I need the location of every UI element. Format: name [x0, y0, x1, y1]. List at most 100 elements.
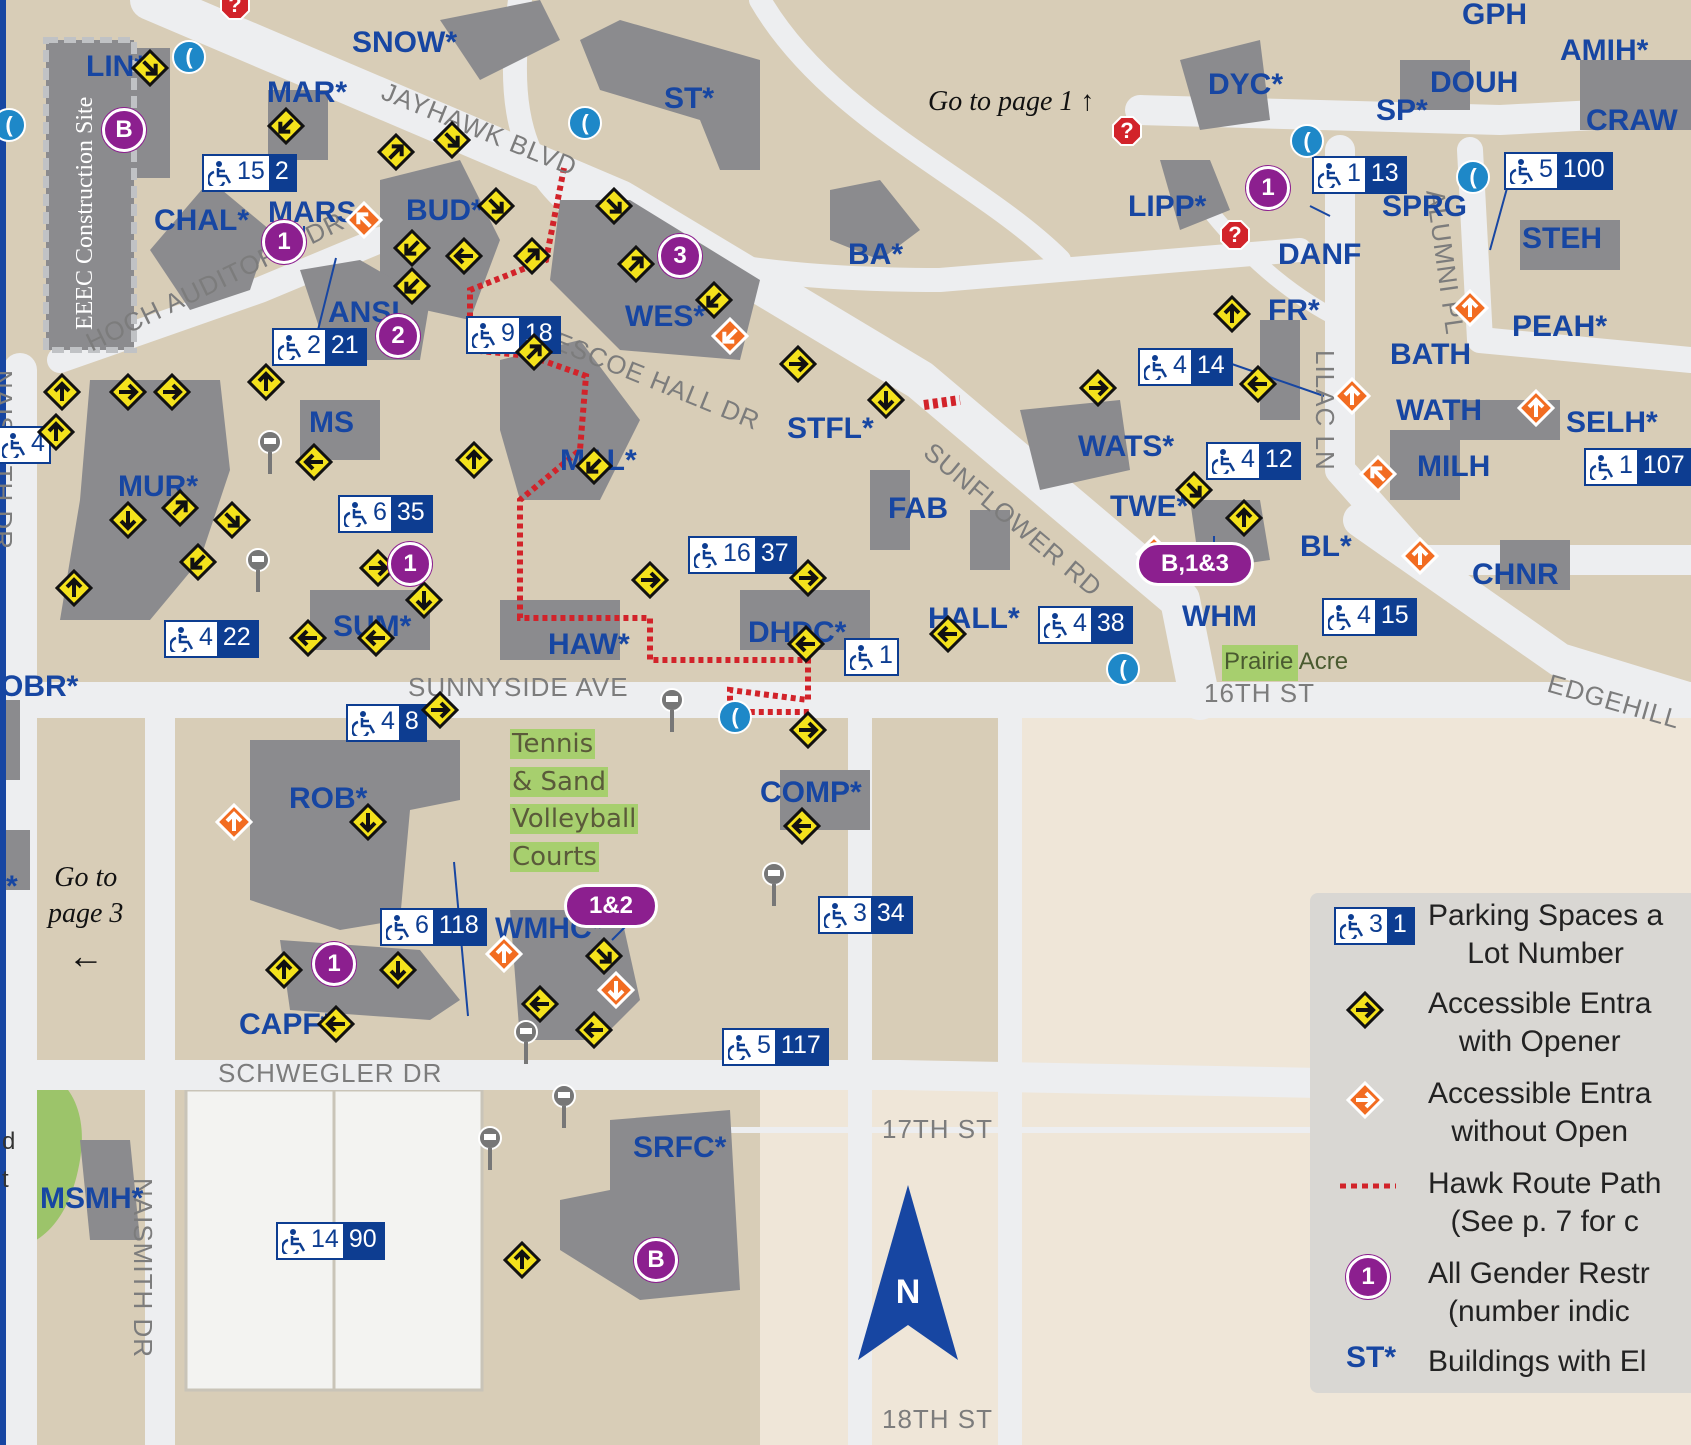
entrance-with-opener-33[interactable]	[359, 549, 397, 587]
entrance-with-opener-20[interactable]	[153, 373, 191, 411]
restroom-r-1-sum[interactable]: 1	[388, 542, 432, 586]
entrance-with-opener-27[interactable]	[1225, 499, 1263, 537]
entrance-with-opener-46[interactable]	[265, 951, 303, 989]
entrance-with-opener-17[interactable]	[1079, 369, 1117, 407]
building-label-comp[interactable]: COMP*	[760, 776, 862, 809]
go-to-page-3[interactable]: Go to page 3 ←	[48, 860, 123, 980]
entrance-with-opener-44[interactable]	[783, 807, 821, 845]
entrance-with-opener-45[interactable]	[585, 937, 623, 975]
building-label-ba[interactable]: BA*	[848, 238, 904, 271]
building-label-fr[interactable]: FR*	[1268, 294, 1320, 327]
entrance-without-opener-4[interactable]	[1517, 389, 1555, 427]
building-label-mar[interactable]: MAR*	[267, 76, 347, 109]
building-label-whm[interactable]: WHM	[1182, 600, 1257, 633]
entrance-with-opener-12[interactable]	[515, 333, 553, 371]
entrance-with-opener-15[interactable]	[1213, 295, 1251, 333]
building-label-craw[interactable]: CRAW	[1586, 104, 1678, 137]
building-label-lipp[interactable]: LIPP*	[1128, 190, 1207, 223]
entrance-with-opener-30[interactable]	[213, 501, 251, 539]
entrance-with-opener-35[interactable]	[289, 619, 327, 657]
building-label-st[interactable]: ST*	[664, 82, 715, 115]
entrance-with-opener-4[interactable]	[477, 187, 515, 225]
entrance-with-opener-18[interactable]	[43, 373, 81, 411]
entrance-with-opener-1[interactable]	[267, 107, 305, 145]
parking-badge-p1-dhdc[interactable]: 1	[844, 638, 899, 676]
building-label-milh[interactable]: MILH	[1417, 450, 1491, 483]
restroom-r-12[interactable]: 1&2	[564, 884, 659, 928]
entrance-with-opener-32[interactable]	[55, 569, 93, 607]
restroom-r-1-capf[interactable]: 1	[312, 942, 356, 986]
entrance-without-opener-0[interactable]	[345, 201, 383, 239]
restroom-r-b-srfc[interactable]: B	[634, 1238, 678, 1282]
building-label-rob[interactable]: ROB*	[289, 782, 368, 815]
entrance-with-opener-34[interactable]	[405, 581, 443, 619]
entrance-with-opener-11[interactable]	[393, 267, 431, 305]
entrance-with-opener-29[interactable]	[161, 489, 199, 527]
building-label-twe[interactable]: TWE*	[1110, 490, 1189, 523]
building-label-fab[interactable]: FAB	[888, 492, 948, 525]
building-label-wats[interactable]: WATS*	[1078, 430, 1175, 463]
restroom-r-1-mars[interactable]: 1	[262, 220, 306, 264]
restroom-r-3-wes[interactable]: 3	[658, 234, 702, 278]
building-label-chnr[interactable]: CHNR	[1472, 558, 1559, 591]
building-label-douh[interactable]: DOUH	[1430, 66, 1519, 99]
building-label-steh[interactable]: STEH	[1522, 222, 1603, 255]
entrance-with-opener-0[interactable]	[131, 49, 169, 87]
building-label-obr[interactable]: OBR*	[0, 670, 79, 703]
building-label-snow[interactable]: SNOW*	[352, 26, 457, 59]
entrance-with-opener-37[interactable]	[631, 561, 669, 599]
entrance-without-opener-5[interactable]	[1359, 455, 1397, 493]
entrance-without-opener-8[interactable]	[215, 803, 253, 841]
building-label-dyc[interactable]: DYC*	[1208, 68, 1284, 101]
restroom-r-2-ansl[interactable]: 2	[376, 314, 420, 358]
building-label-amih[interactable]: AMIH*	[1560, 34, 1649, 67]
entrance-with-opener-40[interactable]	[929, 615, 967, 653]
entrance-with-opener-8[interactable]	[595, 187, 633, 225]
entrance-with-opener-47[interactable]	[379, 951, 417, 989]
entrance-with-opener-6[interactable]	[445, 237, 483, 275]
entrance-with-opener-43[interactable]	[349, 803, 387, 841]
entrance-with-opener-13[interactable]	[779, 345, 817, 383]
entrance-with-opener-24[interactable]	[455, 441, 493, 479]
entrance-with-opener-7[interactable]	[513, 237, 551, 275]
building-label-selh[interactable]: SELH*	[1566, 406, 1658, 439]
building-label-srfc[interactable]: SRFC*	[633, 1131, 727, 1164]
entrance-without-opener-9[interactable]	[485, 935, 523, 973]
building-label-ms[interactable]: MS	[309, 406, 354, 439]
building-label-bath[interactable]: BATH	[1390, 338, 1472, 371]
entrance-with-opener-39[interactable]	[787, 625, 825, 663]
entrance-with-opener-48[interactable]	[521, 985, 559, 1023]
entrance-without-opener-10[interactable]	[597, 971, 635, 1009]
building-label-bl[interactable]: BL*	[1300, 530, 1352, 563]
restroom-r-b-top[interactable]: B	[102, 108, 146, 152]
entrance-without-opener-3[interactable]	[1333, 377, 1371, 415]
entrance-with-opener-5[interactable]	[393, 229, 431, 267]
entrance-without-opener-1[interactable]	[711, 317, 749, 355]
entrance-with-opener-38[interactable]	[789, 559, 827, 597]
entrance-without-opener-7[interactable]	[1401, 537, 1439, 575]
entrance-without-opener-2[interactable]	[1451, 289, 1489, 327]
entrance-with-opener-21[interactable]	[247, 363, 285, 401]
building-label-gph[interactable]: GPH	[1462, 0, 1528, 31]
restroom-r-1-danf[interactable]: 1	[1246, 166, 1290, 210]
entrance-with-opener-10[interactable]	[695, 281, 733, 319]
building-label-sprg[interactable]: SPRG	[1382, 190, 1468, 223]
entrance-with-opener-16[interactable]	[1239, 365, 1277, 403]
entrance-with-opener-36[interactable]	[357, 619, 395, 657]
building-label-wath[interactable]: WATH	[1396, 394, 1483, 427]
entrance-with-opener-31[interactable]	[179, 543, 217, 581]
building-label-haw[interactable]: HAW*	[548, 628, 630, 661]
building-label-stfl[interactable]: STFL*	[787, 412, 874, 445]
entrance-with-opener-41[interactable]	[421, 691, 459, 729]
building-label-peah[interactable]: PEAH*	[1512, 310, 1608, 343]
